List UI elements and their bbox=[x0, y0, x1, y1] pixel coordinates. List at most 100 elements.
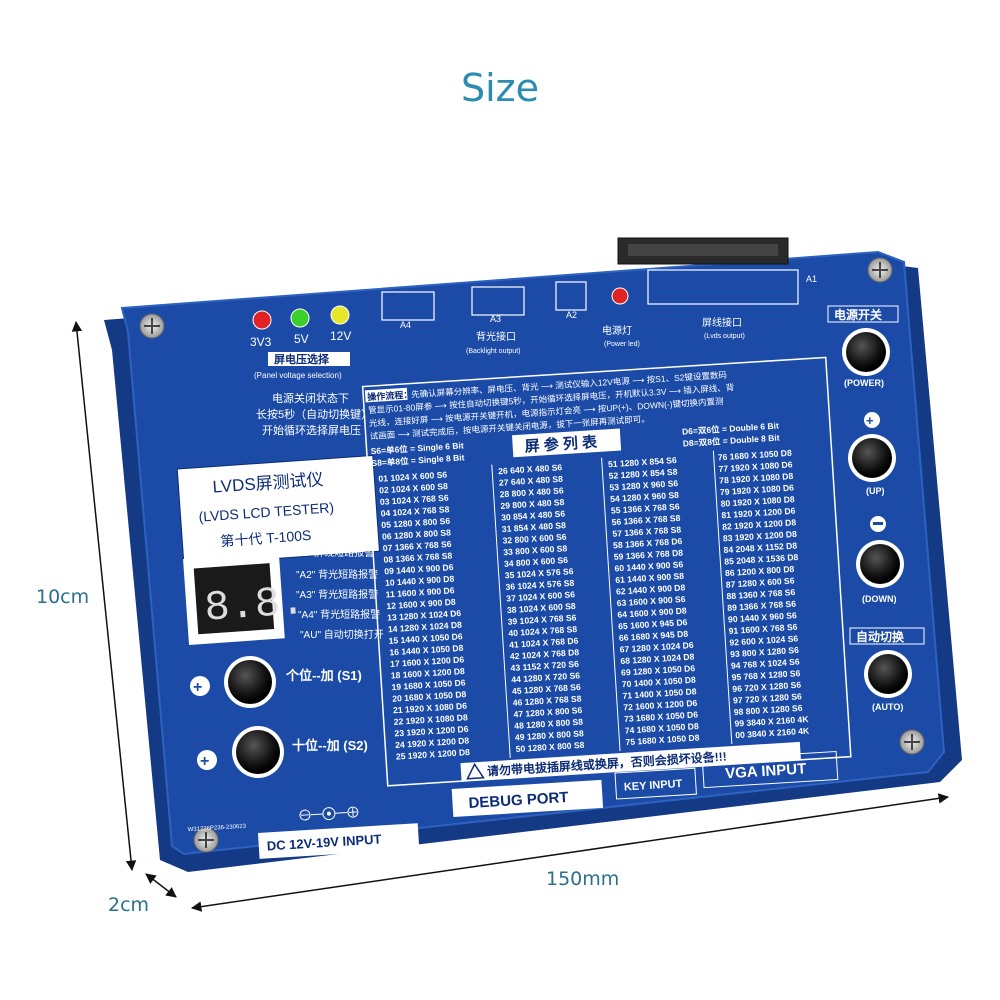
table-row: 01 1024 X 600 S6 bbox=[378, 469, 448, 483]
table-row: 32 800 X 600 S6 bbox=[502, 532, 567, 546]
power-en: (POWER) bbox=[844, 378, 884, 388]
key-input-box bbox=[614, 767, 697, 800]
alarm-line: "A4" 背光短路报警 bbox=[298, 608, 380, 621]
table-row: 24 1920 X 1200 D8 bbox=[395, 735, 470, 750]
table-row: 70 1400 X 1050 D8 bbox=[622, 675, 697, 690]
dc-input-label: DC 12V-19V INPUT bbox=[266, 831, 382, 853]
board-face bbox=[120, 250, 946, 856]
table-row: 40 1024 X 768 S8 bbox=[508, 624, 578, 638]
plus-icon bbox=[864, 412, 880, 428]
lvds-out-en: (Lvds output) bbox=[704, 333, 745, 340]
led-12v-icon bbox=[330, 305, 350, 325]
table-row: 57 1366 X 768 S8 bbox=[612, 524, 682, 538]
table-row: 89 1366 X 768 S6 bbox=[727, 599, 797, 613]
col-divider bbox=[601, 457, 621, 752]
table-row: 13 1280 X 1024 D6 bbox=[387, 608, 462, 623]
table-row: 18 1600 X 1200 D8 bbox=[391, 666, 466, 681]
table-row: 96 720 X 1280 S6 bbox=[732, 680, 802, 694]
plus-glyph: + bbox=[866, 413, 874, 428]
table-row: 80 1920 X 1080 D8 bbox=[720, 494, 795, 509]
table-row: 86 1200 X 800 D8 bbox=[725, 564, 795, 578]
screw-icon bbox=[193, 827, 219, 853]
a4-connector bbox=[381, 291, 435, 321]
table-row: 09 1440 X 900 D6 bbox=[384, 562, 454, 576]
table-row: 50 1280 X 800 S8 bbox=[515, 740, 585, 754]
table-row: 44 1280 X 720 S6 bbox=[511, 670, 581, 684]
table-row: 27 640 X 480 S8 bbox=[499, 474, 564, 488]
table-row: 49 1280 X 800 S8 bbox=[515, 728, 585, 742]
table-row: 58 1366 X 768 D6 bbox=[613, 536, 683, 550]
s2-button[interactable] bbox=[232, 726, 284, 778]
depth-arrow bbox=[145, 873, 177, 898]
lvds-out-cn: 屏线接口 bbox=[702, 316, 742, 329]
down-button[interactable] bbox=[856, 540, 904, 588]
table-row: 36 1024 X 576 S8 bbox=[505, 578, 575, 592]
power-led-en: (Power led) bbox=[604, 341, 640, 348]
table-row: 47 1280 X 800 S6 bbox=[513, 705, 583, 719]
table-row: 54 1280 X 960 S8 bbox=[610, 490, 680, 504]
auto-cn: 自动切换 bbox=[856, 629, 905, 644]
table-row: 28 800 X 480 S6 bbox=[499, 485, 564, 499]
vga-input-label: VGA INPUT bbox=[725, 760, 807, 782]
table-row: 73 1680 X 1050 D6 bbox=[624, 709, 699, 724]
table-row: 16 1440 X 1050 D8 bbox=[389, 643, 464, 658]
up-button[interactable] bbox=[848, 434, 896, 482]
s1-button[interactable] bbox=[224, 656, 276, 708]
table-row: 26 640 X 480 S6 bbox=[498, 462, 563, 476]
table-row: 71 1400 X 1050 D8 bbox=[622, 686, 697, 701]
table-row: 95 768 X 1280 S6 bbox=[731, 668, 801, 682]
table-row: 55 1366 X 768 S6 bbox=[611, 501, 681, 515]
plus-glyph: + bbox=[193, 679, 202, 696]
plus-icon bbox=[190, 676, 210, 696]
table-row: 00 3840 X 2160 4K bbox=[735, 726, 810, 741]
warning-icon bbox=[466, 762, 485, 780]
auto-button[interactable] bbox=[864, 650, 912, 698]
plus-icon bbox=[197, 750, 217, 770]
backlight-en: (Backlight output) bbox=[466, 348, 520, 355]
table-row: 69 1280 X 1050 D6 bbox=[621, 663, 696, 678]
table-row: 38 1024 X 600 S8 bbox=[507, 601, 577, 615]
table-row: 06 1280 X 800 S8 bbox=[382, 527, 452, 541]
table-row: 35 1024 X 576 S6 bbox=[504, 566, 574, 580]
pcb-code: W31226P236-230623 bbox=[188, 824, 247, 834]
debug-port-box bbox=[451, 779, 604, 818]
dc-input-box bbox=[257, 823, 420, 859]
power-box bbox=[827, 305, 899, 323]
table-row: 98 800 X 1280 S6 bbox=[734, 703, 804, 717]
a4-label: A4 bbox=[400, 320, 411, 330]
table-row: 62 1440 X 900 D8 bbox=[616, 582, 686, 596]
product-model: 第十代 T-100S bbox=[220, 527, 312, 549]
table-row: 10 1440 X 900 D8 bbox=[385, 574, 455, 588]
plus-glyph: + bbox=[200, 753, 209, 770]
table-row: 74 1680 X 1050 D8 bbox=[624, 721, 699, 736]
table-row: 15 1440 X 1050 D6 bbox=[388, 631, 463, 646]
panel-voltage-cn: 屏电压选择 bbox=[274, 352, 330, 366]
s1-label: 个位--加 (S1) bbox=[285, 668, 362, 683]
table-row: 81 1920 X 1200 D6 bbox=[721, 506, 796, 521]
key-input-label: KEY INPUT bbox=[624, 778, 683, 794]
table-row: 68 1280 X 1024 D8 bbox=[620, 651, 695, 666]
col-divider bbox=[712, 450, 733, 745]
seven-segment-display bbox=[193, 563, 275, 635]
power-note-line: 电源关闭状态下 bbox=[272, 391, 349, 405]
power-led-icon bbox=[611, 287, 629, 305]
table-row: 63 1600 X 900 S6 bbox=[616, 594, 686, 608]
panel-voltage-box bbox=[268, 352, 350, 366]
table-row: 48 1280 X 800 S8 bbox=[514, 717, 584, 731]
table-row: 14 1280 X 1024 D8 bbox=[388, 620, 463, 635]
a3-label: A3 bbox=[490, 314, 501, 324]
alarm-line: "AU" 自动切换打开 bbox=[300, 628, 384, 641]
table-row: 66 1680 X 945 D8 bbox=[619, 629, 689, 643]
led-label: 12V bbox=[330, 329, 351, 343]
table-row: 30 854 X 480 S6 bbox=[501, 508, 566, 522]
power-button[interactable] bbox=[842, 328, 890, 376]
table-row: 77 1920 X 1080 D6 bbox=[718, 459, 793, 474]
table-row: 02 1024 X 600 S8 bbox=[379, 481, 449, 495]
ops-title-box bbox=[364, 387, 408, 403]
depth-label: 2cm bbox=[108, 894, 150, 916]
minus-glyph bbox=[873, 522, 883, 525]
ops-title: 操作流程： bbox=[367, 388, 413, 402]
table-row: 04 1024 X 768 S8 bbox=[380, 504, 450, 518]
